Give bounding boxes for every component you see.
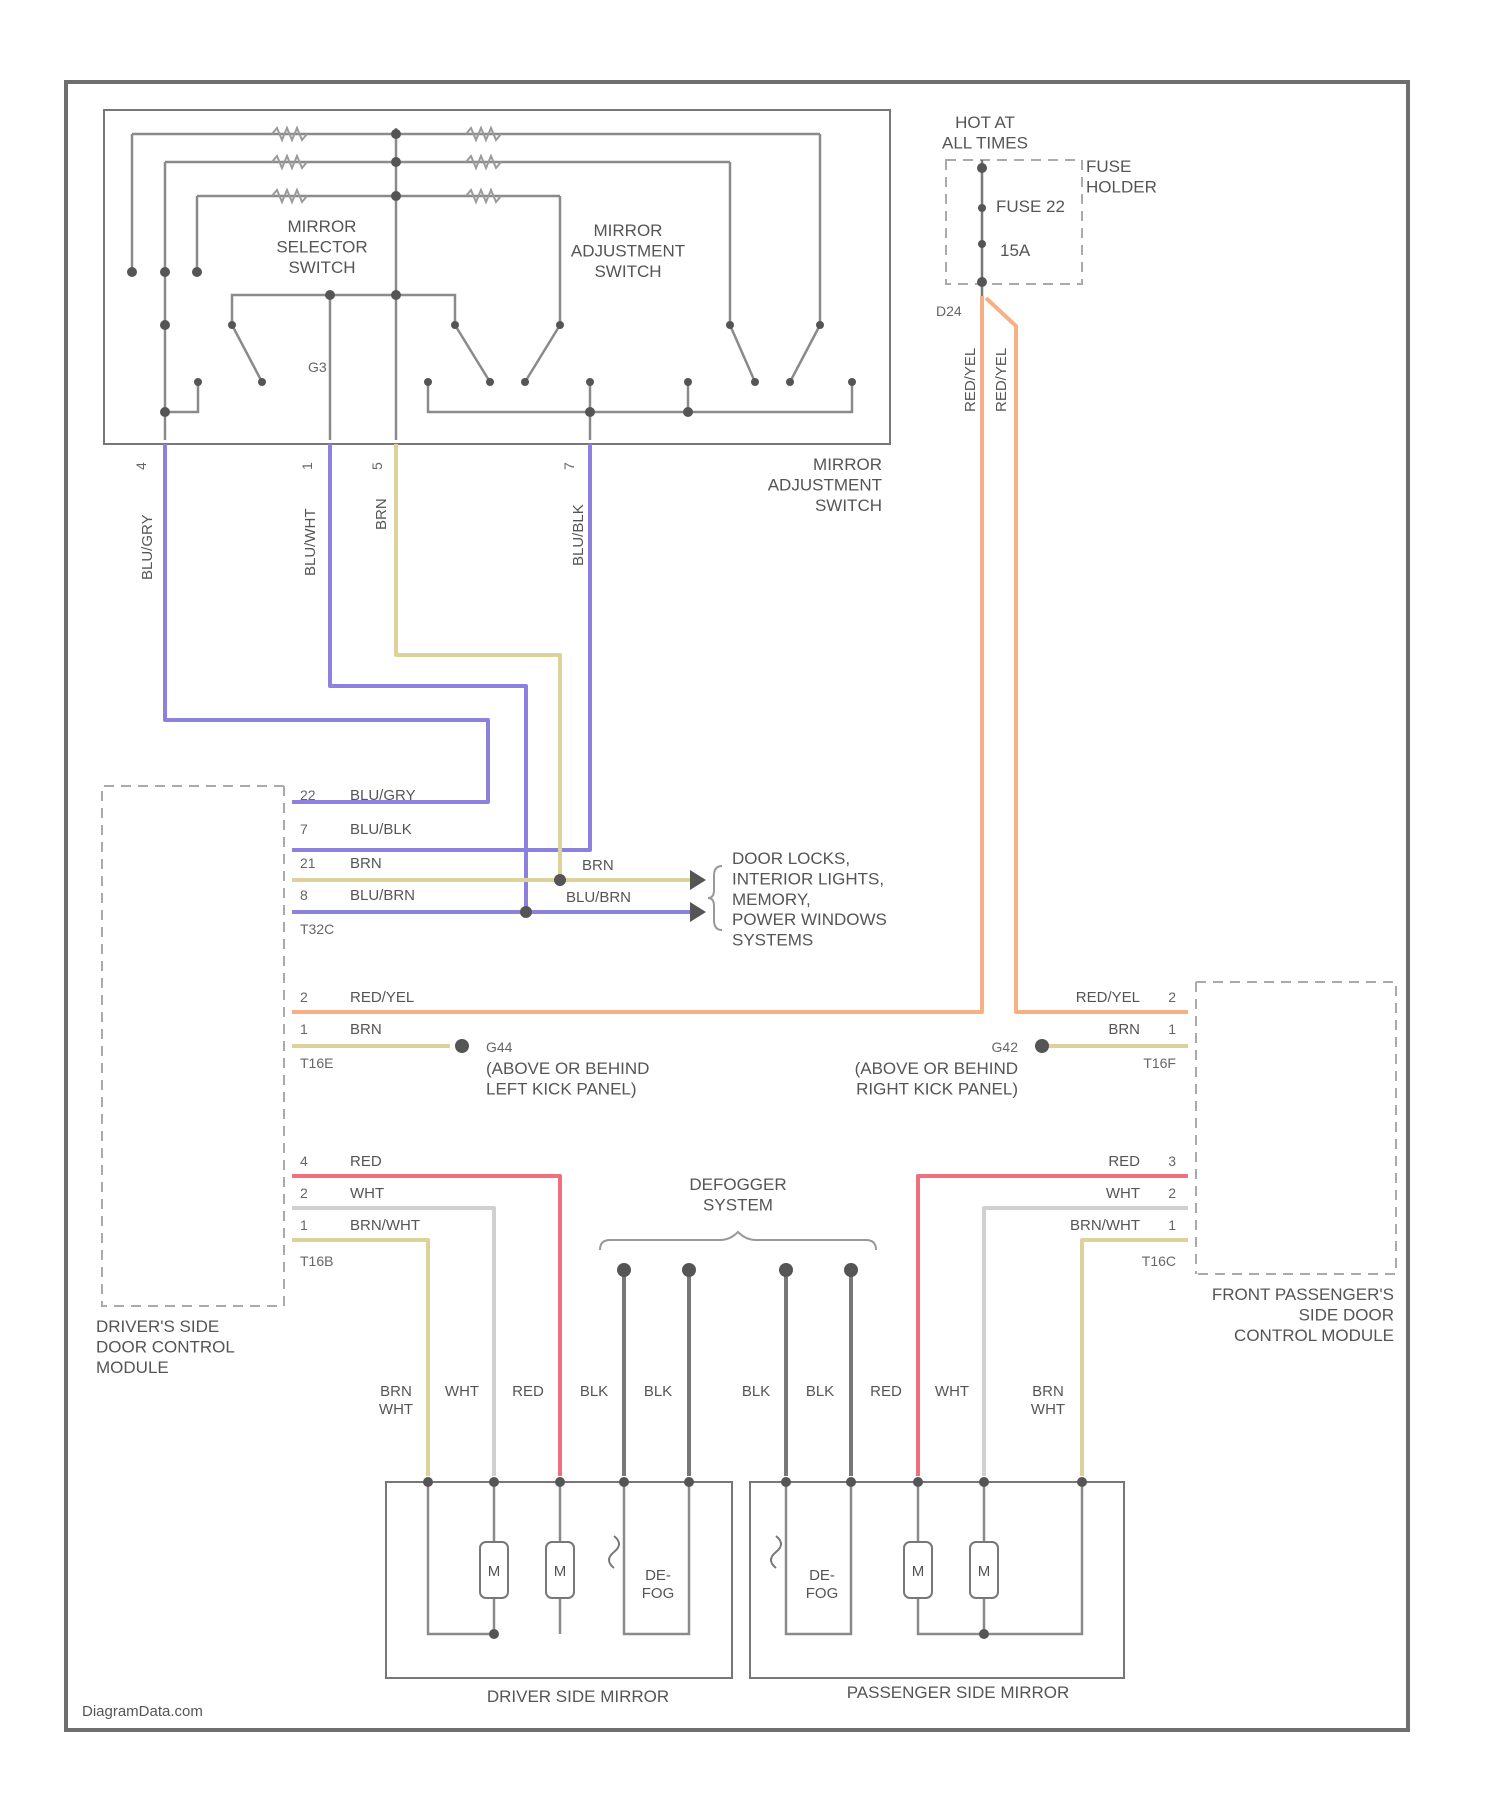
mirror-wire-label: WHT: [935, 1383, 969, 1400]
driver-pin: 21: [300, 855, 316, 871]
switch-pin: 4: [133, 462, 149, 470]
passenger-wire-label: RED/YEL: [1076, 989, 1140, 1006]
systems-wire-label: BLU/BRN: [566, 889, 631, 906]
passenger-connector-lower: T16C: [1142, 1253, 1176, 1269]
driver-wire-label: BRN: [350, 1021, 382, 1038]
passenger-pin: 1: [1168, 1021, 1176, 1037]
passenger-defog-label: DE-FOG: [806, 1567, 839, 1602]
driver-connector-upper: T32C: [300, 921, 334, 937]
watermark: DiagramData.com: [82, 1703, 203, 1720]
passenger-mirror-label: PASSENGER SIDE MIRROR: [847, 1683, 1070, 1702]
passenger-pin: 2: [1168, 989, 1176, 1005]
driver-pin: 2: [300, 1185, 308, 1201]
driver-mirror-label: DRIVER SIDE MIRROR: [487, 1687, 669, 1706]
switch-wire-label: BLU/BLK: [570, 504, 587, 566]
driver-pin: 8: [300, 887, 308, 903]
fuse-rating-label: 15A: [1000, 241, 1031, 260]
driver-pin: 22: [300, 787, 316, 803]
switch-wire-label: BLU/WHT: [302, 509, 319, 577]
ground-left-label: G44: [486, 1039, 513, 1055]
driver-connector-mid: T16E: [300, 1055, 333, 1071]
driver-wire-label: RED/YEL: [350, 989, 414, 1006]
mirror-wire-label: RED: [870, 1383, 902, 1400]
passenger-pin: 3: [1168, 1153, 1176, 1169]
fuse-name-label: FUSE 22: [996, 197, 1065, 216]
driver-side-mirror: M M DE-FOG DRIVER SIDE MIRROR: [386, 1477, 732, 1706]
other-systems: BRN BLU/BRN DOOR LOCKS,INTERIOR LIGHTS,M…: [566, 849, 887, 950]
switch-ground-label: G3: [308, 359, 327, 375]
fuse-connector-label: D24: [936, 303, 962, 319]
driver-wire-label: BLU/BLK: [350, 821, 412, 838]
passenger-wire-label: RED: [1108, 1153, 1140, 1170]
driver-wire-label: BLU/GRY: [350, 787, 416, 804]
ground-right-label: G42: [992, 1039, 1019, 1055]
wires: [165, 296, 1188, 1476]
driver-motor-label: M: [488, 1563, 501, 1580]
passenger-connector-mid: T16F: [1143, 1055, 1176, 1071]
passenger-wire-label: WHT: [1106, 1185, 1140, 1202]
driver-pin: 7: [300, 821, 308, 837]
mirror-wire-label: BLK: [644, 1383, 672, 1400]
driver-pin: 1: [300, 1217, 308, 1233]
driver-pin: 2: [300, 989, 308, 1005]
passenger-pin: 2: [1168, 1185, 1176, 1201]
driver-pin: 4: [300, 1153, 308, 1169]
switch-pin: 1: [299, 462, 315, 470]
passenger-pin: 1: [1168, 1217, 1176, 1233]
mirror-wire-label: RED: [512, 1383, 544, 1400]
mirror-wire-label: BLK: [742, 1383, 770, 1400]
driver-connector-lower: T16B: [300, 1253, 333, 1269]
switch-wire-label: BRN: [373, 498, 390, 530]
driver-wire-label: WHT: [350, 1185, 384, 1202]
driver-defog-label: DE-FOG: [642, 1567, 675, 1602]
driver-wire-label: BRN/WHT: [350, 1217, 420, 1234]
systems-wire-label: BRN: [582, 857, 614, 874]
fuse-wire-label: RED/YEL: [993, 348, 1010, 412]
switch-pins: 4 1 5 7 BLU/GRY BLU/WHT BRN BLU/BLK: [133, 462, 587, 580]
driver-pin: 1: [300, 1021, 308, 1037]
passenger-wire-label: BRN/WHT: [1070, 1217, 1140, 1234]
passenger-wire-label: BRN: [1108, 1021, 1140, 1038]
other-systems-label: DOOR LOCKS,INTERIOR LIGHTS,MEMORY,POWER …: [732, 849, 887, 950]
passenger-side-mirror: M M DE-FOG PASSENGER SIDE MIRROR: [750, 1477, 1124, 1702]
switch-pin: 5: [369, 462, 385, 470]
driver-wire-label: RED: [350, 1153, 382, 1170]
mirror-wire-label: WHT: [445, 1383, 479, 1400]
switch-pin: 7: [561, 462, 577, 470]
mirror-wire-label: BLK: [806, 1383, 834, 1400]
fuse-wire-label: RED/YEL: [962, 348, 979, 412]
driver-motor-label: M: [554, 1563, 567, 1580]
switch-wire-label: BLU/GRY: [139, 514, 156, 580]
driver-wire-label: BLU/BRN: [350, 887, 415, 904]
driver-wire-label: BRN: [350, 855, 382, 872]
passenger-motor-label: M: [978, 1563, 991, 1580]
passenger-motor-label: M: [912, 1563, 925, 1580]
mirror-wire-label: BLK: [580, 1383, 608, 1400]
